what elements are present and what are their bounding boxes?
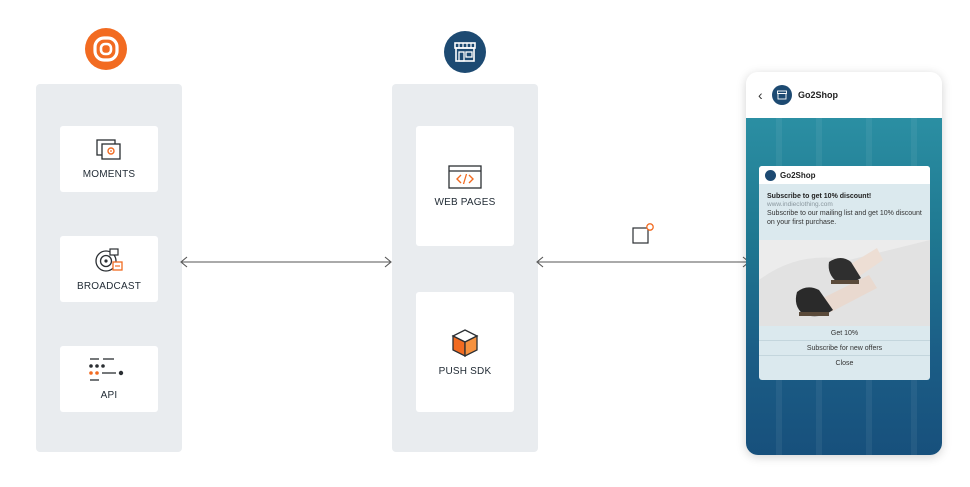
- app-name: Go2Shop: [798, 90, 838, 100]
- broadcast-label: BROADCAST: [76, 281, 142, 292]
- in-app-message-icon: [632, 223, 654, 244]
- infobip-logo-icon: [85, 28, 127, 70]
- api-label: API: [100, 390, 118, 401]
- push-sdk-card[interactable]: PUSH SDK: [416, 292, 514, 412]
- web-pages-card[interactable]: WEB PAGES: [416, 126, 514, 246]
- web-pages-label: WEB PAGES: [434, 197, 496, 208]
- store-column: WEB PAGES PUSH SDK: [392, 84, 538, 452]
- code-window-icon: [448, 165, 482, 189]
- popup-body: Subscribe to get 10% discount! www.indie…: [759, 184, 930, 240]
- popup-url[interactable]: www.indieclothing.com: [767, 201, 833, 208]
- get-discount-button[interactable]: Get 10%: [759, 326, 930, 341]
- broadcast-card[interactable]: BROADCAST: [60, 236, 158, 302]
- storefront-icon: [444, 31, 486, 73]
- popup-text: Subscribe to our mailing list and get 10…: [767, 210, 922, 226]
- store-phone-arrow: [536, 256, 750, 268]
- popup-image: [759, 240, 930, 326]
- storefront-small-icon: [777, 90, 787, 100]
- chevron-left-icon[interactable]: ‹: [758, 87, 763, 103]
- close-button[interactable]: Close: [835, 360, 854, 367]
- moments-icon: [96, 139, 121, 160]
- moments-card[interactable]: MOMENTS: [60, 126, 158, 192]
- cube-icon: [451, 329, 479, 358]
- push-sdk-label: PUSH SDK: [438, 366, 492, 377]
- moments-label: MOMENTS: [82, 169, 136, 180]
- popup-actions: Get 10% Subscribe for new offers Close: [759, 326, 930, 371]
- platform-column: MOMENTS BROADCAST API: [36, 84, 182, 452]
- api-icon: [89, 358, 124, 381]
- app-icon: [772, 85, 792, 105]
- boots-photo: [759, 240, 930, 326]
- phone-header: ‹ Go2Shop: [746, 72, 942, 118]
- subscribe-offers-button[interactable]: Subscribe for new offers: [759, 341, 930, 356]
- popup-header: Go2Shop: [759, 166, 930, 184]
- popup-brand-icon: [765, 169, 776, 181]
- api-card[interactable]: API: [60, 346, 158, 412]
- popup-title: Subscribe to get 10% discount!: [767, 193, 872, 200]
- in-app-popup: Go2Shop Subscribe to get 10% discount! w…: [759, 166, 930, 380]
- popup-brand-name: Go2Shop: [780, 170, 816, 180]
- broadcast-icon: [95, 248, 123, 272]
- platform-store-arrow: [180, 256, 392, 268]
